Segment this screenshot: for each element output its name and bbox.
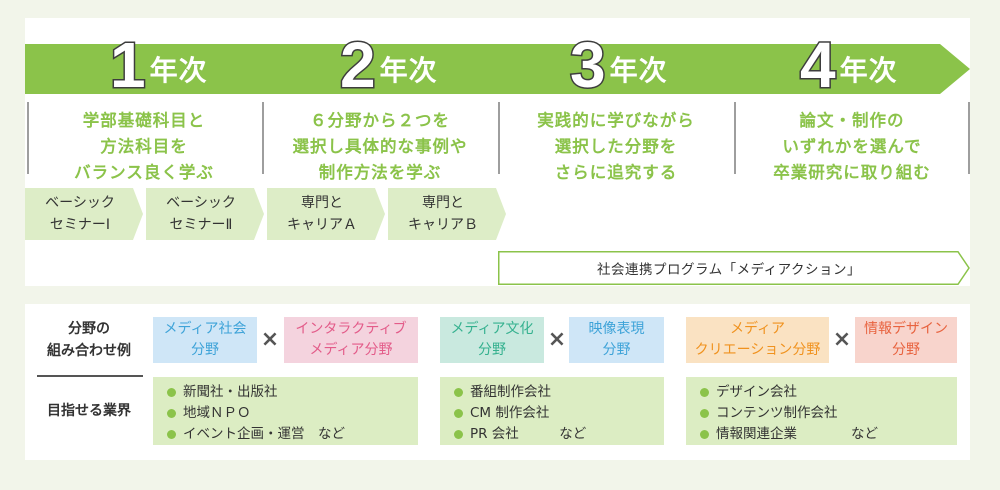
chevron-shape <box>25 188 143 240</box>
goal-year-4: 論文・制作の いずれかを選んで 卒業研究に取り組む <box>773 111 931 182</box>
list-item: デザイン会社 <box>698 382 957 403</box>
bullet-icon <box>167 409 176 418</box>
bullet-icon <box>167 388 176 397</box>
bullet-icon <box>700 388 709 397</box>
chevron-shape <box>267 188 385 240</box>
list-item: 新聞社・出版社 <box>165 382 418 403</box>
industry-list-1: 新聞社・出版社 地域ＮＰＯ イベント企画・運営 など <box>153 377 418 445</box>
field-interactive-media: インタラクティブ メディア分野 <box>284 317 418 363</box>
list-item: 地域ＮＰＯ <box>165 403 418 424</box>
column-divider <box>734 102 736 174</box>
row-label-industries: 目指せる業界 <box>47 403 131 419</box>
year-1: 1 年次 <box>109 29 208 101</box>
field-media-culture: メディア文化 分野 <box>440 317 544 363</box>
year-label: 年次 <box>149 54 208 87</box>
list-item: コンテンツ制作会社 <box>698 403 957 424</box>
course-basic-seminar-2: ベーシック セミナーⅡ <box>146 188 264 240</box>
bullet-icon <box>700 430 709 439</box>
course-basic-seminar-1: ベーシック セミナーⅠ <box>25 188 143 240</box>
year-2: 2 年次 <box>339 29 438 101</box>
year-number: 1 <box>109 29 148 101</box>
list-item: 番組制作会社 <box>452 382 664 403</box>
year-number: 3 <box>569 29 608 101</box>
goal-year-1: 学部基礎科目と 方法科目を バランス良く学ぶ <box>74 111 214 182</box>
year-3: 3 年次 <box>569 29 668 101</box>
chevron-shape <box>388 188 506 240</box>
column-divider <box>968 102 970 174</box>
year-4: 4 年次 <box>799 29 898 101</box>
year-number: 2 <box>339 29 378 101</box>
program-banner <box>498 251 970 285</box>
list-item: 情報関連企業 など <box>698 424 957 445</box>
field-video-expression: 映像表現 分野 <box>569 317 664 363</box>
year-label: 年次 <box>839 54 898 87</box>
year-label: 年次 <box>609 54 668 87</box>
row-separator <box>37 375 143 377</box>
course-career-b: 専門と キャリアＢ <box>388 188 506 240</box>
program-label: 社会連携プログラム「メディアクション」 <box>597 262 861 278</box>
bullet-icon <box>454 430 463 439</box>
field-information-design: 情報デザイン 分野 <box>855 317 957 363</box>
industry-list-2: 番組制作会社 CM 制作会社 PR 会社 など <box>440 377 664 445</box>
bullet-icon <box>167 430 176 439</box>
times-sign: × <box>832 327 852 352</box>
year-arrow <box>25 44 970 94</box>
field-media-creation: メディア クリエーション分野 <box>686 317 829 363</box>
bullet-icon <box>700 409 709 418</box>
list-item: イベント企画・運営 など <box>165 424 418 445</box>
list-item: PR 会社 など <box>452 424 664 445</box>
chevron-shape <box>146 188 264 240</box>
industry-list-3: デザイン会社 コンテンツ制作会社 情報関連企業 など <box>686 377 957 445</box>
field-media-society: メディア社会 分野 <box>153 317 257 363</box>
course-career-a: 専門と キャリアＡ <box>267 188 385 240</box>
year-label: 年次 <box>379 54 438 87</box>
goal-year-2: ６分野から２つを 選択し具体的な事例や 制作方法を学ぶ <box>292 111 468 182</box>
times-sign: × <box>260 327 280 352</box>
times-sign: × <box>547 327 567 352</box>
bullet-icon <box>454 388 463 397</box>
column-divider <box>262 102 264 174</box>
column-divider <box>27 102 29 174</box>
bullet-icon <box>454 409 463 418</box>
column-divider <box>498 102 500 174</box>
year-number: 4 <box>799 29 838 101</box>
goal-year-3: 実践的に学びながら 選択した分野を さらに追究する <box>537 111 695 182</box>
list-item: CM 制作会社 <box>452 403 664 424</box>
row-label-combination: 分野の 組み合わせ例 <box>47 321 131 359</box>
